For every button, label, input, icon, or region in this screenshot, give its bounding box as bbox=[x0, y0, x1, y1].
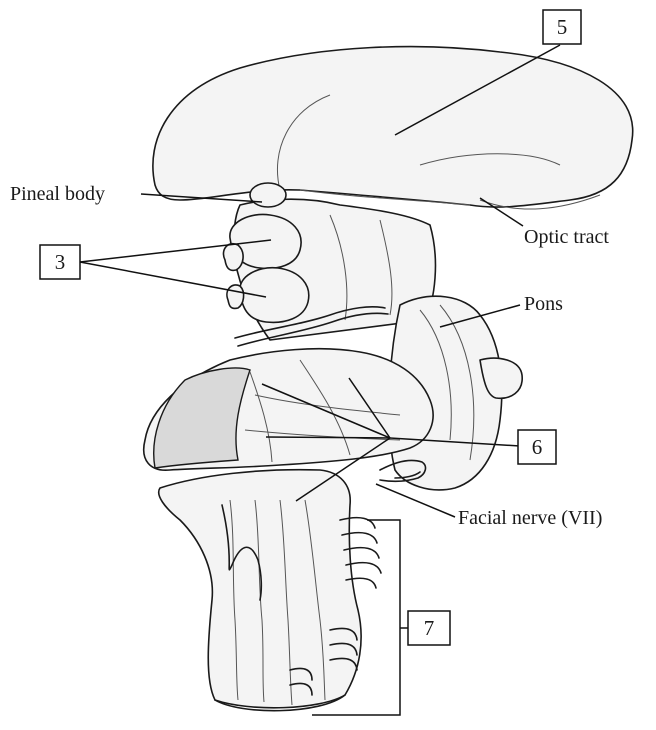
label-pons: Pons bbox=[524, 293, 563, 315]
callout-3-number: 3 bbox=[55, 250, 66, 274]
label-pineal-body: Pineal body bbox=[10, 183, 105, 205]
callout-box-7: 7 bbox=[408, 611, 450, 645]
inferior-colliculus-shape bbox=[240, 268, 309, 323]
label-optic-tract: Optic tract bbox=[524, 226, 609, 248]
callout-6-number: 6 bbox=[532, 435, 543, 459]
label-facial-nerve: Facial nerve (VII) bbox=[458, 507, 602, 529]
leader-6c bbox=[266, 437, 390, 438]
brainstem-illustration bbox=[144, 47, 633, 711]
callout-box-5: 5 bbox=[543, 10, 581, 44]
callout-box-6: 6 bbox=[518, 430, 556, 464]
callout-box-3: 3 bbox=[40, 245, 80, 279]
thalamus-shape bbox=[153, 47, 633, 207]
callout-7-number: 7 bbox=[424, 616, 435, 640]
recess-shade bbox=[154, 368, 250, 468]
callout-5-number: 5 bbox=[557, 15, 568, 39]
pineal-shape bbox=[250, 183, 286, 207]
